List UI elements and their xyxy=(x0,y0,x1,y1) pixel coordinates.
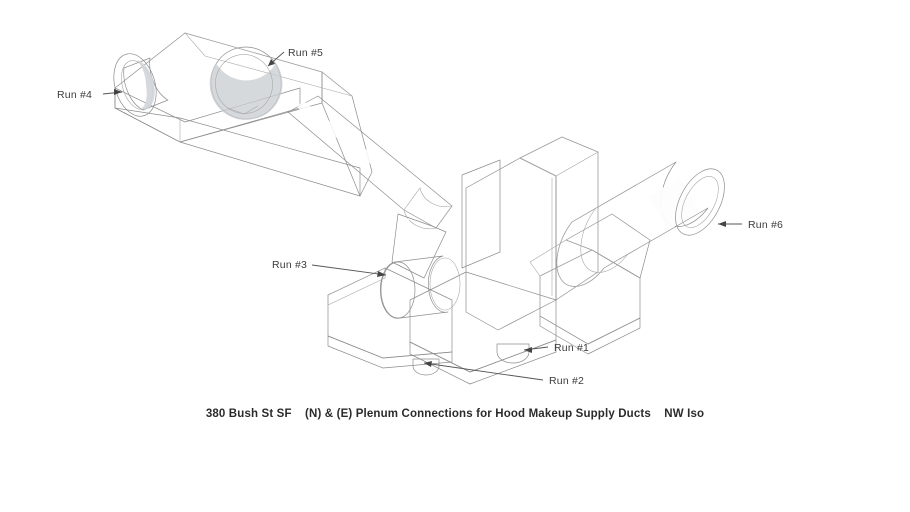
run1-duct-stub xyxy=(496,343,530,364)
run1-arrowhead xyxy=(524,347,532,353)
run5-opening-notch xyxy=(227,105,259,115)
junction-riser-left-panel xyxy=(461,159,501,269)
run3-arrowhead xyxy=(377,271,386,277)
run5-opening-interior xyxy=(215,54,273,114)
main-duct-elbow-ring xyxy=(403,187,453,230)
junction-right-extension-front xyxy=(539,249,641,345)
label-run-3: Run #3 xyxy=(272,259,307,271)
run6-near-shaded-section xyxy=(556,207,629,287)
label-run-4: Run #4 xyxy=(57,89,92,101)
run3-near-rim xyxy=(380,261,416,319)
run6-arrowhead xyxy=(718,221,726,227)
run6-highlight-band xyxy=(648,178,700,230)
run3-far-interior xyxy=(429,257,461,311)
run3-leader-line xyxy=(311,264,387,276)
main-duct-lower-highlight xyxy=(396,217,410,261)
run1-stub-body xyxy=(496,343,530,364)
run2-duct-stub xyxy=(412,358,440,376)
run2-stub-body xyxy=(412,358,440,376)
run6-transition-shadow xyxy=(529,239,593,277)
junction-lower-body-underside xyxy=(409,339,557,385)
leader-lines-group xyxy=(102,51,742,381)
junction-lower-body-front xyxy=(409,271,557,373)
main-duct-highlight xyxy=(297,100,443,216)
label-run-2: Run #2 xyxy=(549,375,584,387)
run4-cylinder-body xyxy=(123,57,169,111)
junction-riser-top xyxy=(519,136,599,177)
run2-arrowhead xyxy=(424,361,432,367)
run6-cylinder-body xyxy=(556,161,709,287)
run6-transition-wedge xyxy=(565,213,651,279)
run3-duct-stub xyxy=(380,255,461,319)
run4-duct-collar xyxy=(113,53,169,117)
run6-duct xyxy=(556,161,725,287)
run5-rim-band xyxy=(209,63,283,120)
label-run-6: Run #6 xyxy=(748,219,783,231)
main-duct-lower-segment xyxy=(391,213,447,279)
label-run-5: Run #5 xyxy=(288,47,323,59)
drawing-caption: 380 Bush St SF (N) & (E) Plenum Connecti… xyxy=(205,408,705,420)
run5-duct-opening xyxy=(209,46,283,120)
junction-riser-front-face xyxy=(465,157,557,331)
junction-left-box-bottom xyxy=(327,335,453,369)
central-junction-plenum xyxy=(327,136,651,385)
run4-arrowhead xyxy=(114,89,122,95)
label-run-1: Run #1 xyxy=(554,342,589,354)
junction-left-box-front xyxy=(327,267,453,359)
run4-bore-shade xyxy=(137,60,155,110)
junction-left-box-top xyxy=(327,267,386,306)
run6-end-bore xyxy=(681,176,719,228)
junction-right-extension-underside xyxy=(539,315,641,355)
run5-arrowhead xyxy=(268,59,275,66)
main-diagonal-duct xyxy=(287,95,453,279)
run3-cylinder-body xyxy=(380,255,449,319)
run2-leader-line xyxy=(423,362,544,381)
run6-end-rim xyxy=(675,168,725,236)
